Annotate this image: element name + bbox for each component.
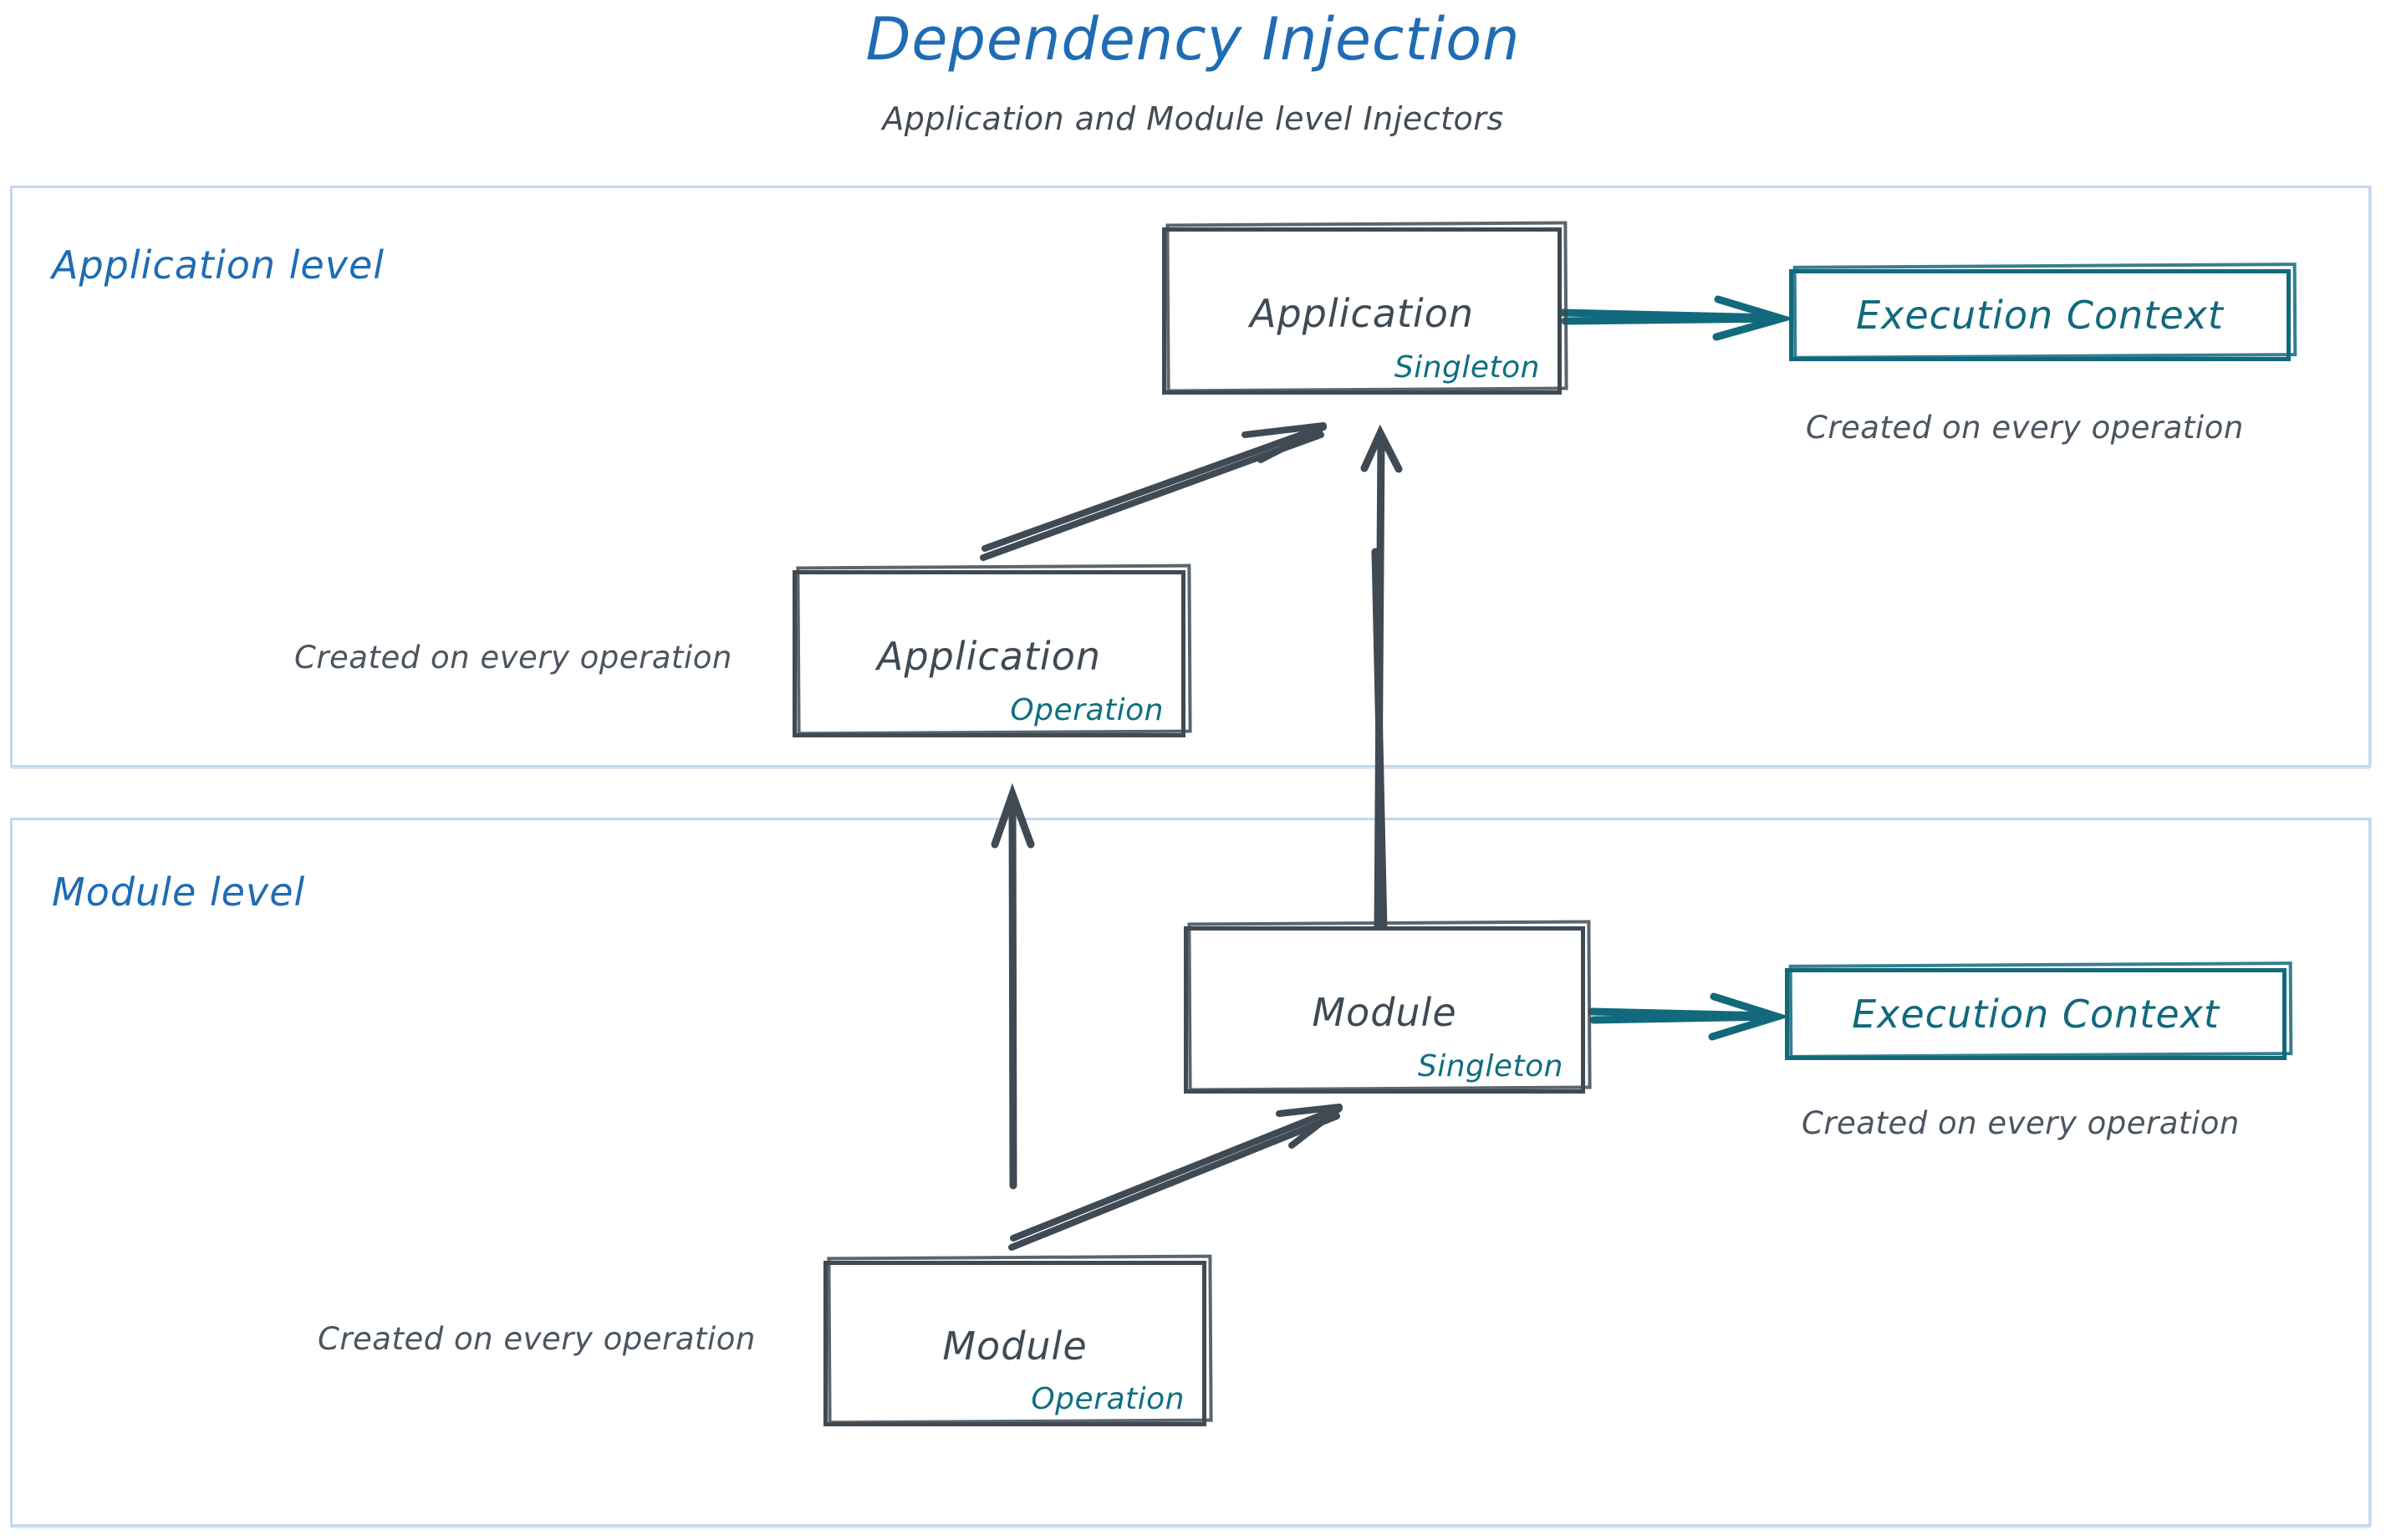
panel-label-application-level: Application level: [52, 242, 385, 288]
node-frame: [1162, 227, 1562, 395]
node-frame: [1785, 968, 2287, 1060]
node-frame: [1789, 269, 2291, 361]
node-title: Application: [1249, 291, 1475, 336]
node-scope-label: Singleton: [1417, 1049, 1563, 1084]
caption-application-operation: Created on every operation: [294, 640, 732, 676]
node-frame: [823, 1261, 1206, 1426]
panel-application-level: [10, 186, 2371, 767]
node-title: Module: [942, 1323, 1088, 1369]
node-title: Execution Context: [1856, 293, 2224, 338]
node-module-singleton[interactable]: Module Singleton: [1184, 920, 1592, 1094]
caption-execution-context-module: Created on every operation: [1802, 1105, 2240, 1141]
node-application-singleton[interactable]: Application Singleton: [1162, 221, 1568, 395]
node-scope-label: Operation: [1010, 693, 1164, 727]
node-title: Application: [876, 634, 1102, 679]
node-scope-label: Singleton: [1394, 350, 1540, 385]
caption-module-operation: Created on every operation: [318, 1321, 756, 1357]
caption-execution-context-application: Created on every operation: [1806, 410, 2244, 446]
node-title: Execution Context: [1852, 992, 2220, 1037]
panel-module-level: [10, 818, 2371, 1527]
node-execution-context-application[interactable]: Execution Context: [1789, 263, 2297, 361]
panel-label-module-level: Module level: [52, 869, 306, 915]
node-frame: [793, 570, 1185, 737]
node-module-operation[interactable]: Module Operation: [823, 1254, 1213, 1426]
node-scope-label: Operation: [1031, 1382, 1185, 1416]
node-application-operation[interactable]: Application Operation: [793, 563, 1192, 737]
page-subtitle: Application and Module level Injectors: [882, 100, 1504, 137]
node-title: Module: [1312, 990, 1457, 1035]
node-frame: [1184, 926, 1585, 1094]
page-title: Dependency Injection: [865, 5, 1521, 74]
node-execution-context-module[interactable]: Execution Context: [1785, 961, 2293, 1060]
